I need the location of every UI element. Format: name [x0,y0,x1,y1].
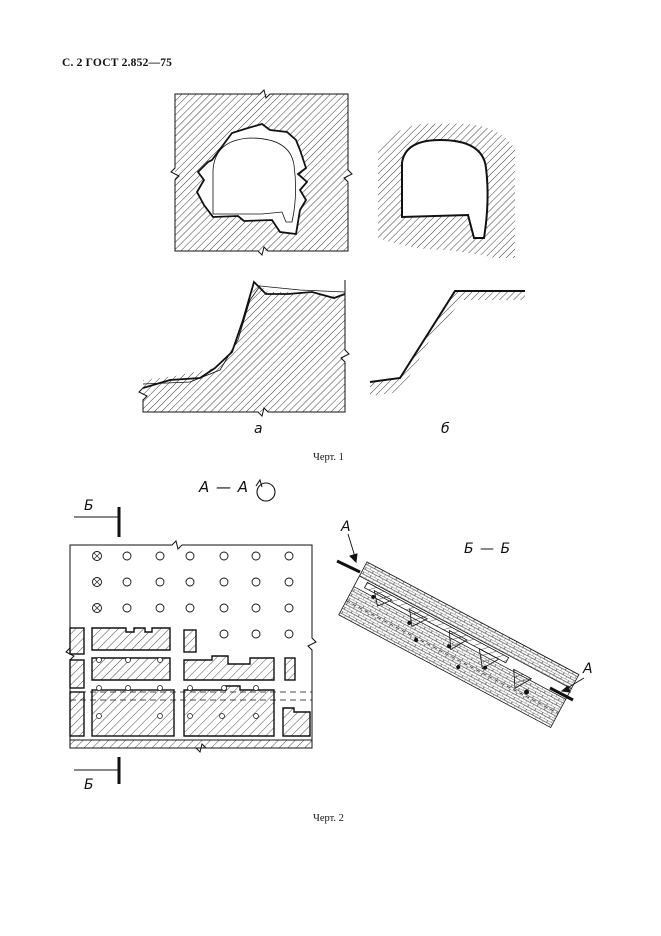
marker-b-bottom-label: Б [84,777,94,793]
fig1b-slope [369,290,525,396]
fig1-label-b: б [441,421,450,437]
marker-a-right-label: А [583,661,593,677]
blasted-blocks [69,627,313,749]
section-title-bb: Б — Б [464,541,512,557]
fig2-caption: Черт. 2 [313,813,344,824]
section-title-aa: А — А [199,478,250,496]
fig1-label-a: а [254,421,263,437]
page-header: С. 2 ГОСТ 2.852—75 [62,57,173,69]
rotation-icon [255,478,276,502]
fig1a-slope [138,280,350,417]
section-marker-a [336,533,585,702]
fig2-plan [65,478,317,784]
fig1a-tunnel [170,89,353,256]
fig1b-tunnel [378,123,515,258]
drill-holes [92,551,294,639]
fig1-caption: Черт. 1 [313,452,344,463]
section-marker-b [74,507,121,784]
fig2-section-bb [336,533,585,729]
marker-a-left-label: А [341,519,351,535]
marker-b-top-label: Б [84,498,94,514]
